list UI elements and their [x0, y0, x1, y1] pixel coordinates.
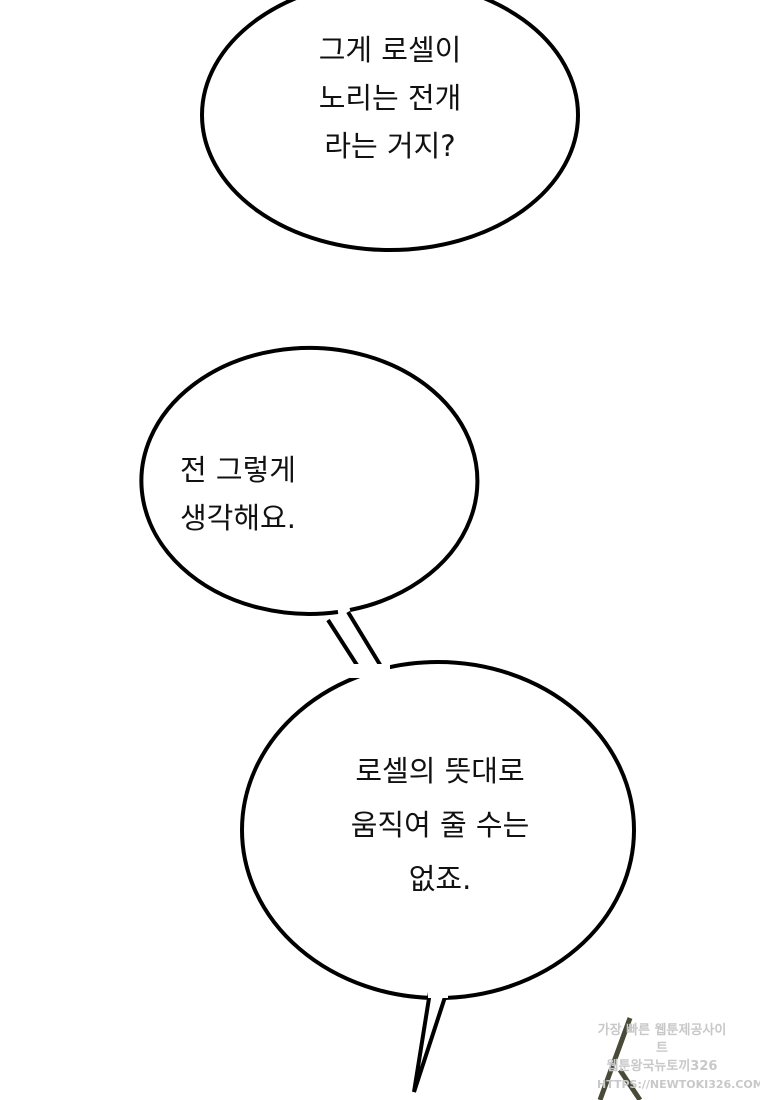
- text-line: 전 그렇게: [180, 453, 296, 487]
- watermark: 가장 빠른 웹툰제공사이트 웹툰왕국뉴토끼326 HTTPS://NEWTOKI…: [597, 1022, 760, 1094]
- watermark-line: 가장 빠른 웹툰제공사이트: [597, 1023, 727, 1056]
- speech-bubble-1: [200, 0, 580, 252]
- text-line: 없죠.: [408, 862, 472, 896]
- bubble-1-text: 그게 로셀이 노리는 전개 라는 거지?: [290, 26, 490, 170]
- bubble-bottom-tail: [412, 991, 448, 1093]
- character-hair-strand: [597, 1017, 643, 1100]
- text-line: 그게 로셀이: [318, 33, 462, 67]
- watermark-line: 웹툰왕국뉴토끼326: [606, 1059, 718, 1074]
- text-line: 생각해요.: [180, 501, 296, 535]
- bubble-2-text: 전 그렇게 생각해요.: [180, 446, 296, 542]
- speech-bubble-2: [139, 345, 480, 616]
- text-line: 움직여 줄 수는: [350, 808, 530, 842]
- watermark-line: HTTPS://NEWTOKI326.COM: [597, 1078, 760, 1091]
- bubble-3-text: 로셀의 뜻대로 움직여 줄 수는 없죠.: [320, 744, 560, 906]
- text-line: 노리는 전개: [318, 81, 462, 115]
- text-line: 라는 거지?: [324, 129, 456, 163]
- text-line: 로셀의 뜻대로: [355, 754, 525, 788]
